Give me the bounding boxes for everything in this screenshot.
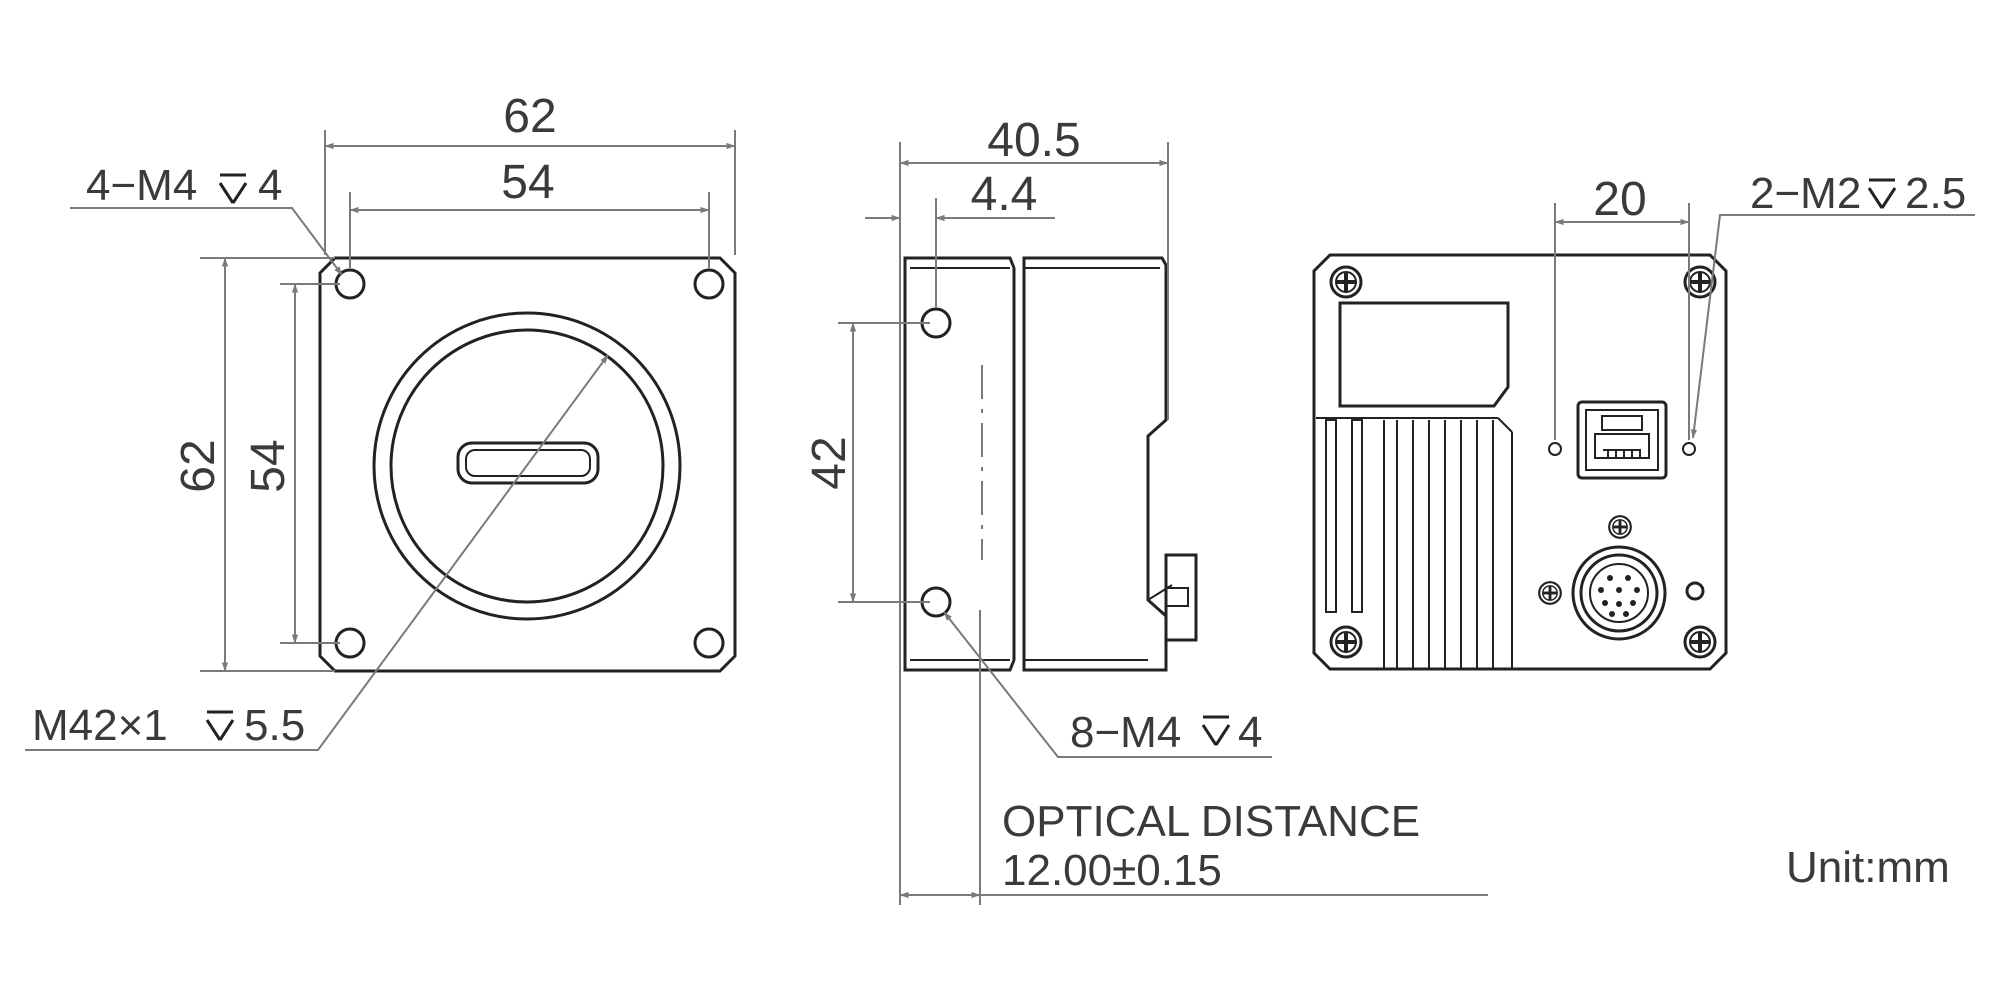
screw-icon [1329, 265, 1363, 299]
mount-holes-label: 4−M4 [86, 161, 197, 210]
front-height-label: 62 [172, 439, 225, 492]
front-plate [318, 256, 737, 673]
unit-label: Unit:mm [1786, 843, 1950, 892]
sensor-slot [456, 441, 600, 485]
side-length-label: 40.5 [987, 114, 1080, 167]
rear-hole-left [1548, 442, 1562, 456]
side-hole-spacing-label: 42 [803, 436, 856, 489]
screw-icon [1683, 625, 1717, 659]
optical-distance-value: 12.00±0.15 [1002, 846, 1222, 895]
side-dimensions: 40.5 4.4 42 8−M4 4 OPTICAL DISTANCE 12.0… [803, 114, 1488, 905]
screw-icon [1607, 514, 1633, 540]
screw-icon [1537, 580, 1563, 606]
front-hole-height-label: 54 [242, 439, 295, 492]
side-rear-section [1022, 256, 1168, 672]
side-holes-label: 8−M4 [1070, 708, 1181, 757]
side-connector [1164, 553, 1198, 642]
front-hole-width-label: 54 [501, 156, 554, 209]
lens-mount-label: M42×1 [32, 701, 168, 750]
screw-icon [1329, 625, 1363, 659]
front-width-label: 62 [503, 90, 556, 143]
mount-hole-top-right [693, 268, 725, 300]
lens-mount-outer [372, 311, 682, 621]
rear-dimensions: 20 2−M2 2.5 [1554, 169, 1975, 440]
front-dimensions: 62 54 62 54 4−M4 4 M42×1 5.5 [25, 90, 736, 751]
io-connector-icon [1571, 545, 1667, 641]
side-holes-depth-label: 4 [1238, 708, 1262, 757]
mount-holes-depth-label: 4 [258, 161, 282, 210]
front-view [318, 256, 737, 673]
status-led-icon [1685, 581, 1705, 601]
rear-holes-depth-label: 2.5 [1905, 169, 1966, 218]
mount-hole-bottom-right [693, 627, 725, 659]
side-offset-label: 4.4 [971, 168, 1038, 221]
side-view [903, 256, 1198, 672]
lens-mount-depth-label: 5.5 [244, 701, 305, 750]
side-front-section [903, 256, 1016, 672]
heat-sink-fins [1325, 419, 1494, 669]
rear-holes-label: 2−M2 [1750, 169, 1861, 218]
ethernet-port-icon [1576, 400, 1668, 480]
mount-hole-bottom-left [334, 627, 366, 659]
lens-mount-inner [389, 328, 665, 604]
rear-view [1312, 253, 1728, 671]
rear-hole-right [1682, 442, 1696, 456]
optical-distance-title: OPTICAL DISTANCE [1002, 797, 1420, 846]
rear-hole-spacing-label: 20 [1593, 173, 1646, 226]
rear-label-area [1338, 301, 1510, 408]
